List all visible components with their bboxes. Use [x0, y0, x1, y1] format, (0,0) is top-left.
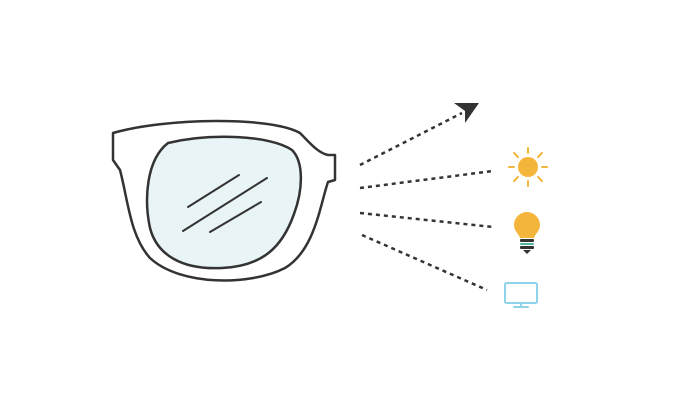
frame-outline — [111, 119, 337, 282]
glare-line-2 — [182, 177, 268, 232]
monitor-screen — [504, 282, 538, 304]
ray-sun — [359, 169, 494, 190]
glare-line-3 — [209, 201, 262, 233]
arrowhead-icon — [454, 103, 479, 123]
eyeglasses-frame-icon — [111, 119, 337, 282]
ray-monitor — [361, 233, 488, 292]
ray-bulb — [359, 211, 494, 229]
lens — [145, 135, 303, 270]
sun-icon — [508, 147, 548, 187]
sun-core — [518, 157, 538, 177]
ray-blocked — [359, 111, 463, 167]
light-bulb-icon — [514, 212, 540, 254]
bulb-glass — [514, 212, 540, 238]
monitor-icon — [504, 282, 538, 308]
light-rays — [359, 111, 494, 292]
lens-glare — [182, 174, 268, 233]
glare-line-1 — [187, 174, 240, 208]
